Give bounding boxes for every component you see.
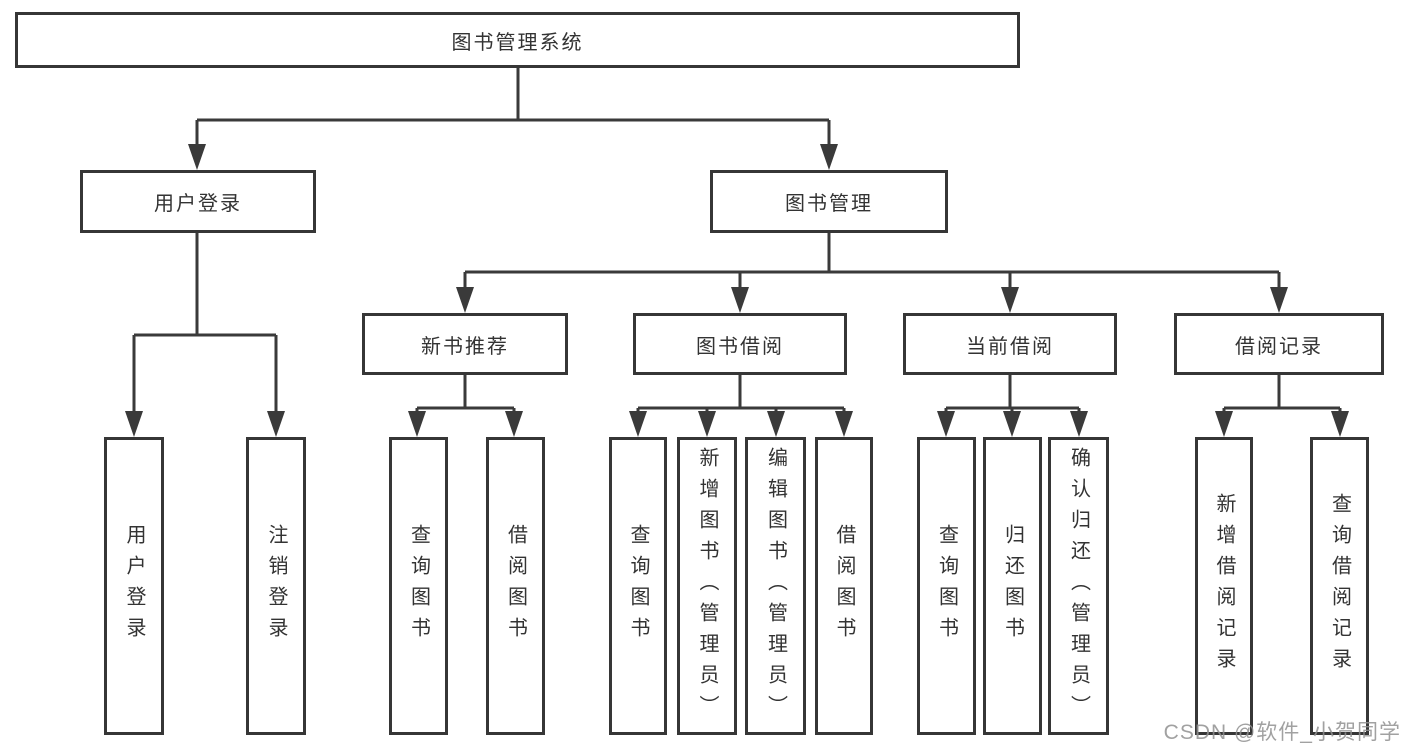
leaf-query-borrow-record-label: 查询借阅记录 bbox=[1328, 493, 1351, 679]
node-user-login: 用户登录 bbox=[80, 170, 316, 233]
leaf-borrow-books-1-label: 借阅图书 bbox=[504, 524, 527, 648]
leaf-add-books-admin: 新增图书（管理员） bbox=[677, 437, 737, 735]
leaf-user-login-label: 用户登录 bbox=[123, 524, 145, 648]
leaf-return-books-label: 归还图书 bbox=[1001, 524, 1024, 648]
leaf-logout-label: 注销登录 bbox=[265, 524, 287, 648]
leaf-user-login: 用户登录 bbox=[104, 437, 164, 735]
leaf-add-books-admin-label: 新增图书（管理员） bbox=[696, 446, 718, 726]
leaf-query-books-1-label: 查询图书 bbox=[407, 524, 430, 648]
leaf-add-borrow-record-label: 新增借阅记录 bbox=[1213, 493, 1235, 679]
leaf-edit-books-admin-label: 编辑图书（管理员） bbox=[764, 446, 787, 726]
arrowheads bbox=[125, 144, 1349, 437]
connector-paths bbox=[132, 66, 1342, 416]
leaf-query-books-3: 查询图书 bbox=[917, 437, 976, 735]
leaf-query-books-1: 查询图书 bbox=[389, 437, 448, 735]
csdn-watermark: CSDN @软件_小贺同学 bbox=[1163, 721, 1401, 744]
leaf-edit-books-admin: 编辑图书（管理员） bbox=[745, 437, 806, 735]
node-root-library-management-system: 图书管理系统 bbox=[15, 12, 1020, 68]
leaf-borrow-books-2-label: 借阅图书 bbox=[833, 524, 855, 648]
leaf-return-books: 归还图书 bbox=[983, 437, 1042, 735]
node-borrow-record: 借阅记录 bbox=[1174, 313, 1384, 375]
node-book-borrow: 图书借阅 bbox=[633, 313, 847, 375]
leaf-borrow-books-2: 借阅图书 bbox=[815, 437, 873, 735]
leaf-add-borrow-record: 新增借阅记录 bbox=[1195, 437, 1253, 735]
leaf-confirm-return-admin: 确认归还（管理员） bbox=[1048, 437, 1109, 735]
leaf-logout: 注销登录 bbox=[246, 437, 306, 735]
leaf-query-books-3-label: 查询图书 bbox=[935, 524, 958, 648]
leaf-borrow-books-1: 借阅图书 bbox=[486, 437, 545, 735]
leaf-query-borrow-record: 查询借阅记录 bbox=[1310, 437, 1369, 735]
leaf-query-books-2-label: 查询图书 bbox=[627, 524, 649, 648]
leaf-confirm-return-admin-label: 确认归还（管理员） bbox=[1067, 446, 1090, 726]
node-new-book-recommend: 新书推荐 bbox=[362, 313, 568, 375]
node-book-management: 图书管理 bbox=[710, 170, 948, 233]
leaf-query-books-2: 查询图书 bbox=[609, 437, 667, 735]
node-current-borrow: 当前借阅 bbox=[903, 313, 1117, 375]
